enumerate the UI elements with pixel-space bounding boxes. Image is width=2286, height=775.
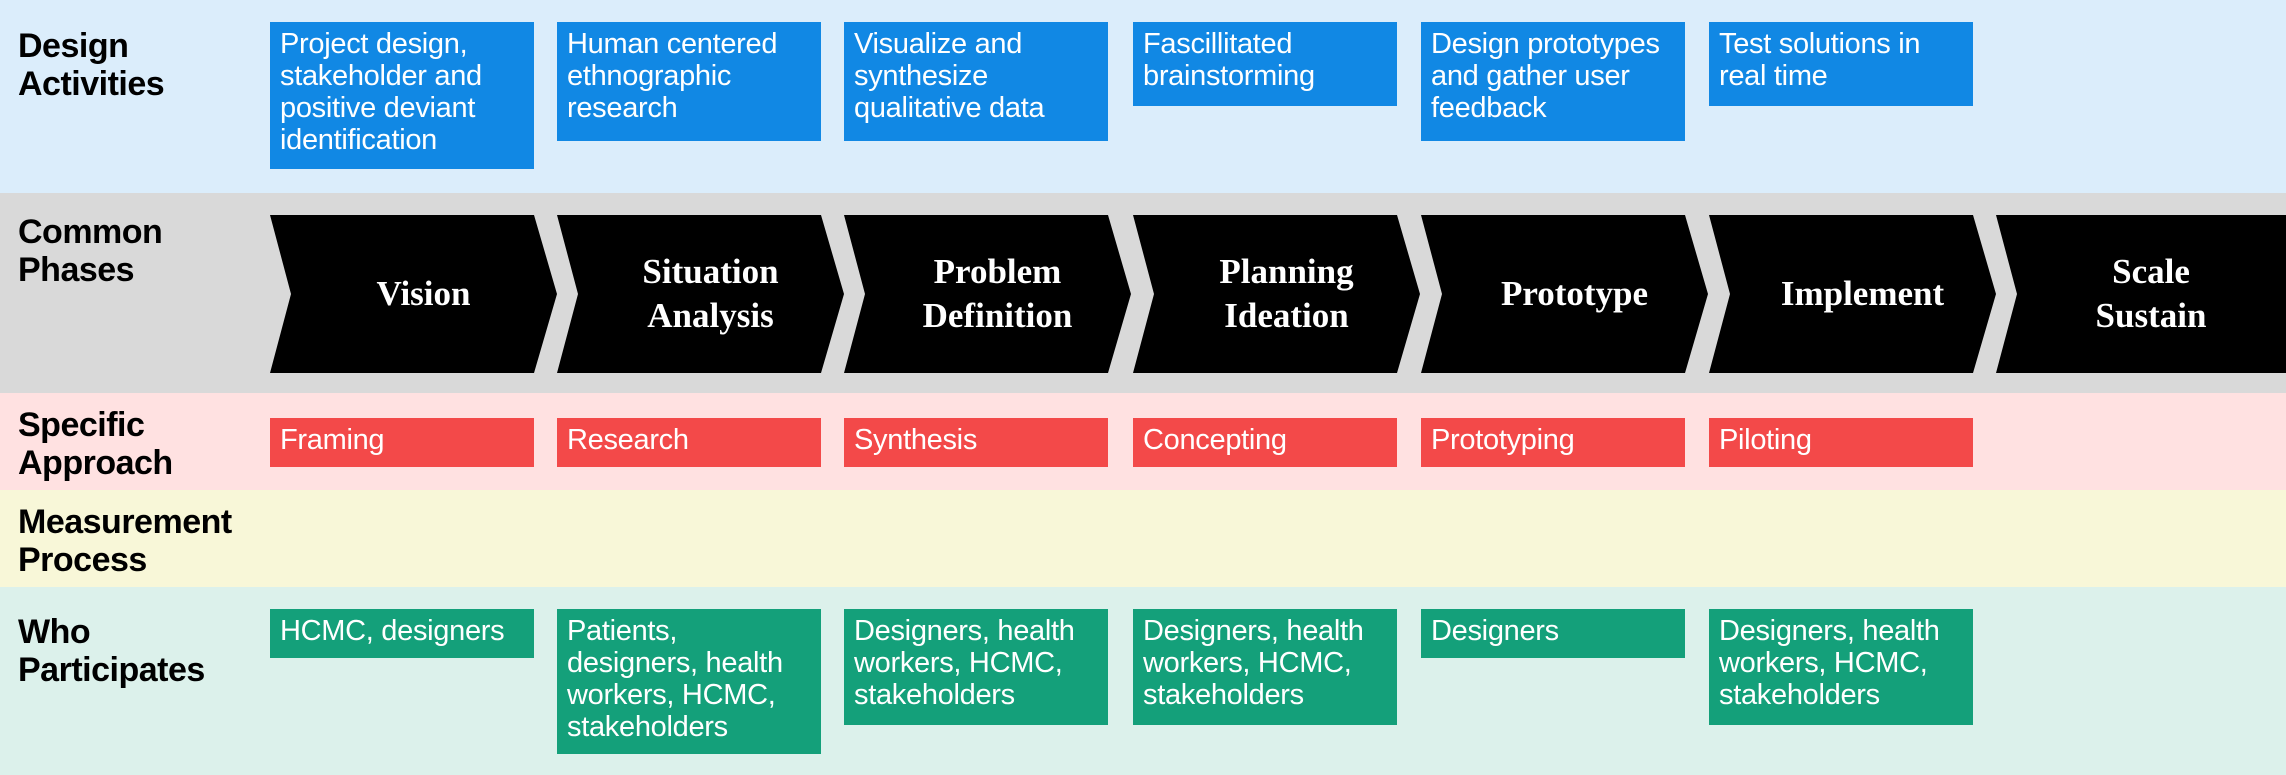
phase-chevron-scale-sustain: Scale Sustain [1996, 215, 2286, 373]
activity-box: Fascillitated brainstorming [1133, 22, 1397, 106]
phase-chevron-implement: Implement [1709, 215, 1996, 373]
participant-box: Designers, health workers, HCMC, stakeho… [844, 609, 1108, 725]
approach-box: Piloting [1709, 418, 1973, 467]
participant-box: HCMC, designers [270, 609, 534, 658]
phase-label: Situation Analysis [642, 252, 779, 335]
phase-label: Problem Definition [922, 252, 1073, 335]
participant-box: Designers [1421, 609, 1685, 658]
phase-chevron-situation-analysis: Situation Analysis [557, 215, 844, 373]
approach-box: Synthesis [844, 418, 1108, 467]
activity-box: Test solutions in real time [1709, 22, 1973, 106]
phase-label: Planning Ideation [1219, 252, 1354, 335]
participant-box: Designers, health workers, HCMC, stakeho… [1133, 609, 1397, 725]
activity-box: Project design, stakeholder and positive… [270, 22, 534, 169]
phase-label: Vision [376, 274, 471, 313]
row-label-who: Who Participates [18, 613, 205, 689]
phase-label: Prototype [1500, 274, 1649, 313]
phase-chevron-problem-definition: Problem Definition [844, 215, 1131, 373]
phase-label: Implement [1780, 274, 1945, 313]
phase-chevron-planning-ideation: Planning Ideation [1133, 215, 1420, 373]
activity-box: Design prototypes and gather user feedba… [1421, 22, 1685, 141]
approach-box: Framing [270, 418, 534, 467]
approach-box: Research [557, 418, 821, 467]
phase-chevron-prototype: Prototype [1421, 215, 1708, 373]
phase-chevron-vision: Vision [270, 215, 557, 373]
row-label-measurement: Measurement Process [18, 503, 232, 579]
phase-label: Scale Sustain [2095, 252, 2207, 335]
approach-box: Prototyping [1421, 418, 1685, 467]
activity-box: Human centered ethnographic research [557, 22, 821, 141]
measurement-process-row [0, 490, 2286, 587]
row-label-design: Design Activities [18, 27, 165, 103]
row-label-phases: Common Phases [18, 213, 163, 289]
participant-box: Patients, designers, health workers, HCM… [557, 609, 821, 754]
activity-box: Visualize and synthesize qualitative dat… [844, 22, 1108, 141]
row-label-approach: Specific Approach [18, 406, 173, 482]
participant-box: Designers, health workers, HCMC, stakeho… [1709, 609, 1973, 725]
approach-box: Concepting [1133, 418, 1397, 467]
